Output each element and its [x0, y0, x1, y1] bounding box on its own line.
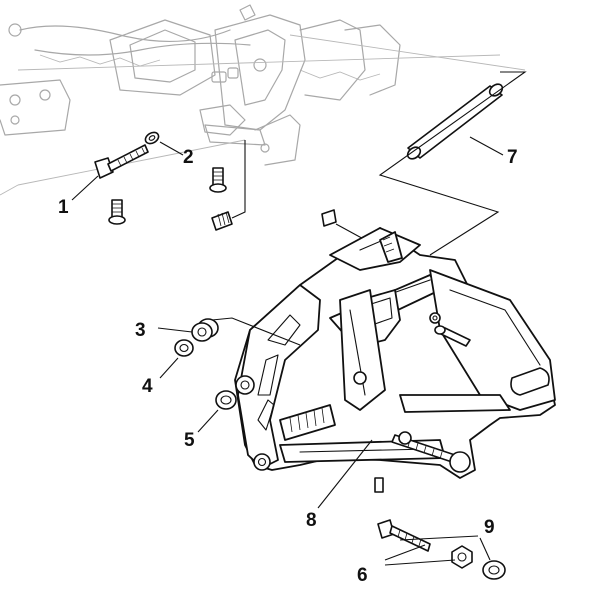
part-plug [211, 140, 246, 231]
callout-2: 2 [183, 147, 194, 168]
part-screw-left [108, 199, 126, 225]
part-washer-4 [159, 339, 194, 379]
part-washer-2 [144, 131, 160, 145]
callout-1: 1 [58, 197, 69, 218]
leader-7 [469, 136, 504, 156]
callout-6: 6 [357, 565, 368, 586]
part-screw-center [209, 167, 227, 193]
callout-7: 7 [507, 147, 518, 168]
leader-2 [159, 141, 184, 156]
callout-8: 8 [306, 510, 317, 531]
part-nut-9 [384, 535, 506, 580]
callout-3: 3 [135, 320, 146, 341]
part-frame-8 [234, 209, 556, 509]
part-washer-5 [197, 390, 237, 433]
leader-1 [71, 175, 99, 201]
part-bolt-1 [94, 144, 149, 179]
part-rod-7 [378, 71, 527, 256]
part-bolt-6 [377, 519, 431, 552]
part-bushing-3 [157, 317, 301, 346]
ghost-frame-assembly [0, 4, 526, 196]
callout-9: 9 [484, 517, 495, 538]
callout-5: 5 [184, 430, 195, 451]
callout-4: 4 [142, 376, 153, 397]
